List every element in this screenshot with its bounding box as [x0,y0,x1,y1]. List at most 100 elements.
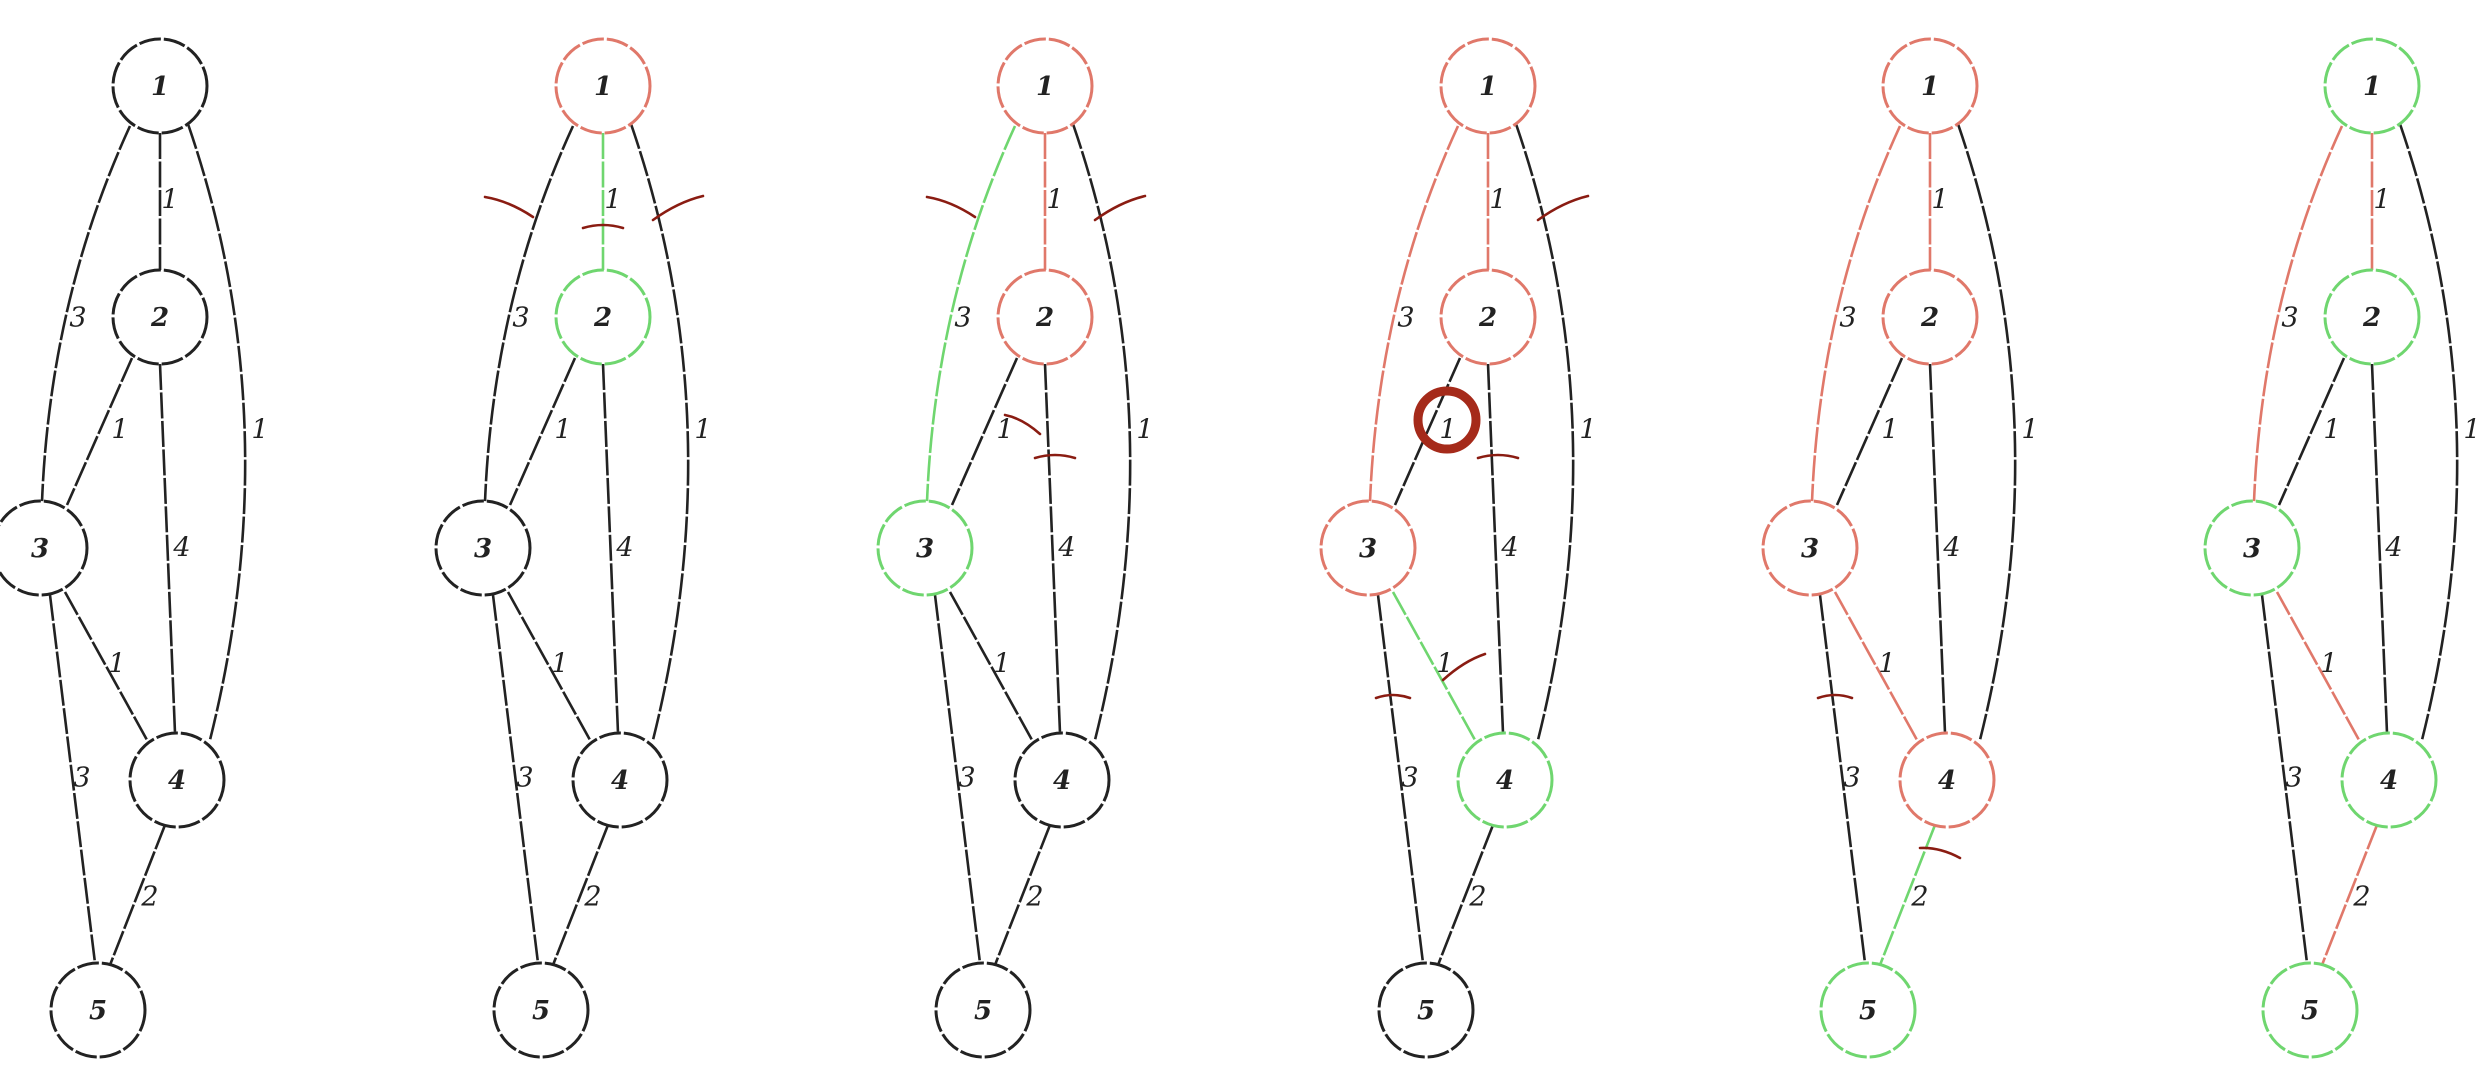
edge-weight-1-4: 1 [2463,415,2476,446]
node-circle [2323,268,2421,366]
node-1: 1 [996,37,1094,135]
edge-1-4 [2398,123,2459,741]
edge-weight-1-3: 3 [512,303,529,334]
node-circle [2203,499,2301,597]
edge-2-4 [601,363,620,734]
node-label: 3 [1359,534,1377,564]
cut-mark [1918,846,1962,860]
edge-weight-4-5: 2 [1025,882,1043,913]
node-4: 4 [1013,731,1111,829]
node-circle [1439,268,1537,366]
node-3: 3 [0,499,89,597]
edge-1-3 [1368,125,1460,503]
edge-weight-1-4: 1 [694,415,711,446]
node-circle [1377,961,1475,1059]
cut-mark [1816,693,1854,700]
edge-1-4 [1071,123,1132,741]
node-label: 1 [1036,72,1054,102]
node-4: 4 [2340,731,2438,829]
edge-3-4 [948,591,1034,741]
node-circle [111,37,209,135]
node-4: 4 [1456,731,1554,829]
node-label: 2 [1478,303,1497,333]
edge-3-4 [1833,591,1919,741]
node-label: 4 [611,766,629,796]
edge-3-5 [1818,594,1867,964]
edge-weight-1-4: 1 [251,415,268,446]
edge-weight-1-3: 3 [2281,303,2298,334]
edge-weight-1-2: 1 [1046,185,1063,216]
node-circle [1881,268,1979,366]
edge-3-5 [933,594,982,964]
edge-3-4 [63,591,149,741]
node-2: 2 [111,268,209,366]
cut-mark [925,195,977,219]
node-circle [49,961,147,1059]
node-circle [2261,961,2359,1059]
node-label: 1 [1921,72,1939,102]
edge-weight-4-5: 2 [140,882,158,913]
edge-weight-1-3: 3 [1397,303,1414,334]
node-circle [0,499,89,597]
node-label: 3 [474,534,492,564]
cut-mark [1093,194,1147,222]
edge-4-5 [993,824,1052,966]
node-label: 3 [916,534,934,564]
node-label: 5 [1417,996,1435,1026]
edge-1-3 [40,125,132,503]
edge-weight-1-4: 1 [1136,415,1153,446]
edge-weight-2-4: 4 [172,533,190,564]
node-label: 5 [89,996,107,1026]
node-1: 1 [554,37,652,135]
edge-2-4 [158,363,177,734]
node-2: 2 [1439,268,1537,366]
edge-1-3 [925,125,1017,503]
edge-2-3 [508,357,577,506]
edge-weight-4-5: 2 [2352,882,2370,913]
edge-weight-1-2: 1 [161,185,178,216]
node-label: 5 [532,996,550,1026]
edge-weight-3-4: 1 [2320,649,2337,680]
node-4: 4 [1898,731,1996,829]
node-circle [2323,37,2421,135]
edge-2-3 [950,357,1019,506]
edge-4-5 [551,824,610,966]
node-5: 5 [1819,961,1917,1059]
node-2: 2 [2323,268,2421,366]
edge-weight-3-5: 3 [516,763,533,794]
edge-weight-2-3: 1 [554,415,571,446]
edge-2-3 [1835,357,1904,506]
node-5: 5 [492,961,590,1059]
node-label: 5 [974,996,992,1026]
node-1: 1 [1881,37,1979,135]
node-label: 5 [1859,996,1877,1026]
node-circle [492,961,590,1059]
node-label: 1 [151,72,169,102]
edge-1-3 [483,125,575,503]
node-3: 3 [876,499,974,597]
edge-3-4 [506,591,592,741]
edge-weight-1-4: 1 [2021,415,2038,446]
edge-3-4 [2275,591,2361,741]
edge-weight-1-3: 3 [69,303,86,334]
edge-weight-1-3: 3 [954,303,971,334]
node-3: 3 [1761,499,1859,597]
node-1: 1 [111,37,209,135]
edge-1-4 [186,123,247,741]
edge-weight-3-5: 3 [73,763,90,794]
edge-weight-3-5: 3 [1843,763,1860,794]
cut-mark [1033,453,1077,460]
edge-2-3 [1393,357,1462,506]
node-2: 2 [554,268,652,366]
node-circle [554,268,652,366]
node-label: 4 [1053,766,1071,796]
node-4: 4 [571,731,669,829]
edge-weight-3-4: 1 [108,649,125,680]
node-3: 3 [2203,499,2301,597]
edge-weight-2-4: 4 [1500,533,1518,564]
edge-weight-1-2: 1 [604,185,621,216]
edge-1-4 [629,123,690,741]
